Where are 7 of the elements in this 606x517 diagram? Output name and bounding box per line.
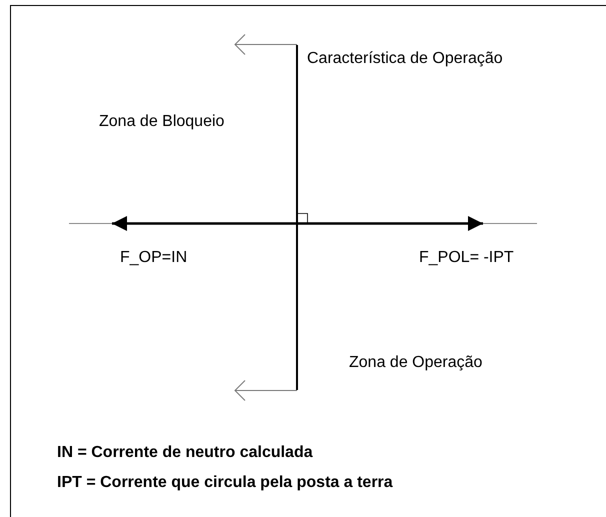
legend-note: IPT = Corrente que circula pela posta a terra	[57, 473, 393, 492]
axis-label: Zona de Bloqueio	[99, 112, 224, 131]
axis-label: Característica de Operação	[307, 49, 503, 68]
axis-label: Zona de Operação	[349, 353, 482, 372]
legend-note: IN = Corrente de neutro calculada	[57, 443, 313, 462]
axis-label: F_POL= -IPT	[419, 248, 514, 267]
axis-label: F_OP=IN	[120, 248, 188, 267]
